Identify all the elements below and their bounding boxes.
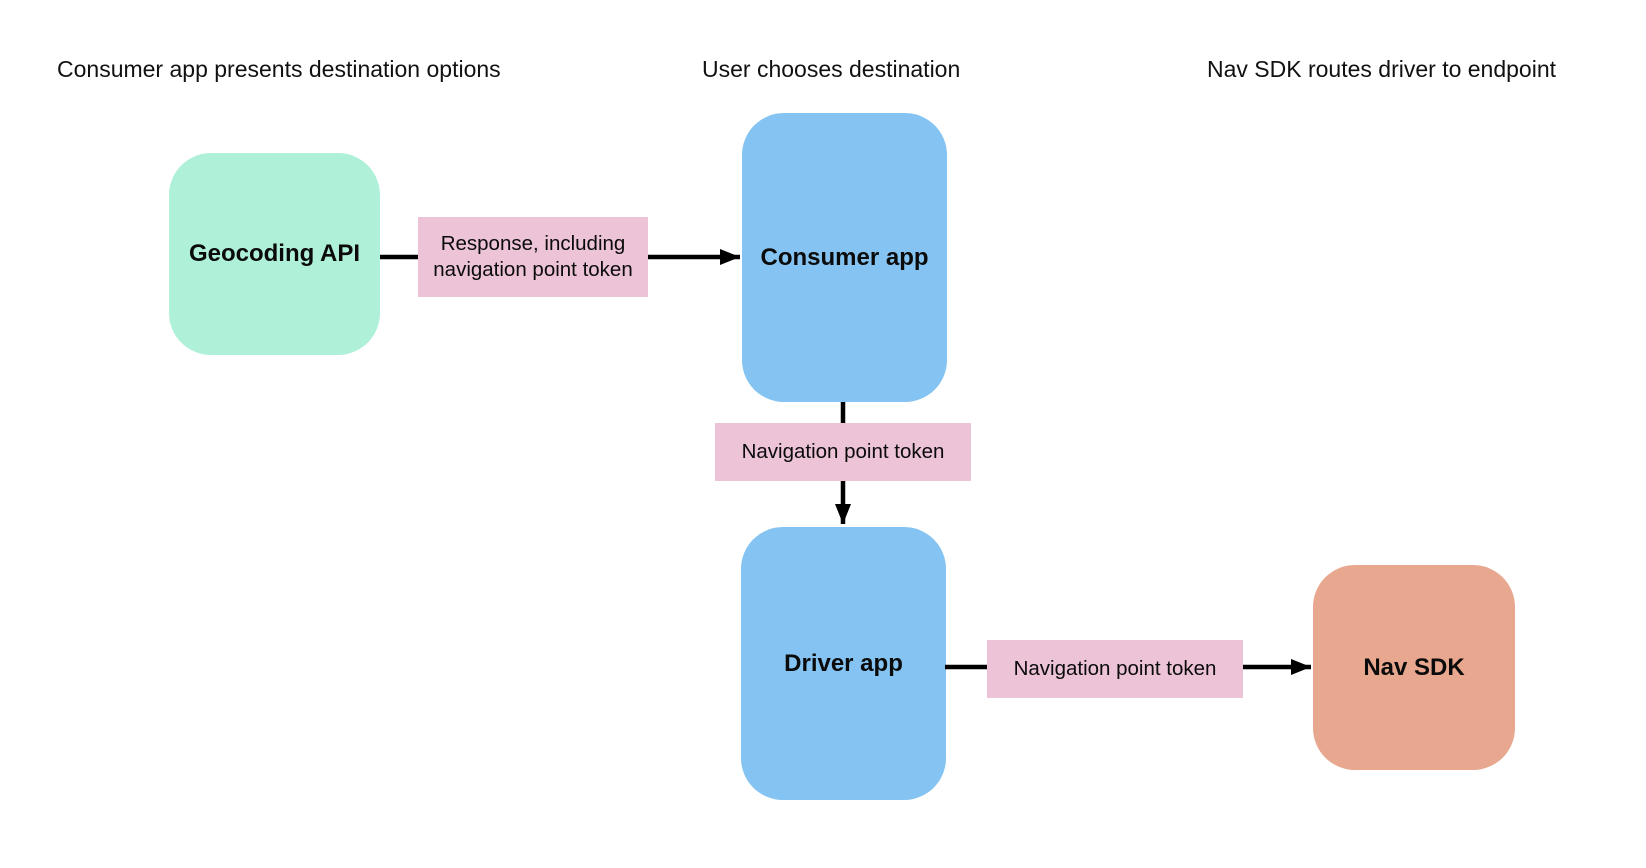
node-consumer-app: Consumer app xyxy=(742,113,947,402)
stage-header-nav-sdk-routes: Nav SDK routes driver to endpoint xyxy=(1207,56,1557,82)
edge-label-navigation-point-token-vertical: Navigation point token xyxy=(715,423,971,481)
edge-label-navigation-point-token-horizontal: Navigation point token xyxy=(987,640,1243,698)
node-driver-app: Driver app xyxy=(741,527,946,800)
node-label-consumer-app: Consumer app xyxy=(760,243,929,271)
stage-header-user-chooses: User chooses destination xyxy=(702,56,961,82)
node-label-geocoding-api: Geocoding API xyxy=(188,240,361,267)
stage-header-consumer-presents: Consumer app presents destination option… xyxy=(57,56,501,82)
node-nav-sdk: Nav SDK xyxy=(1313,565,1515,770)
edge-label-response-including-token: Response, including navigation point tok… xyxy=(418,217,648,297)
node-label-driver-app: Driver app xyxy=(784,649,903,677)
node-geocoding-api: Geocoding API xyxy=(169,153,380,355)
node-label-nav-sdk: Nav SDK xyxy=(1363,653,1465,681)
